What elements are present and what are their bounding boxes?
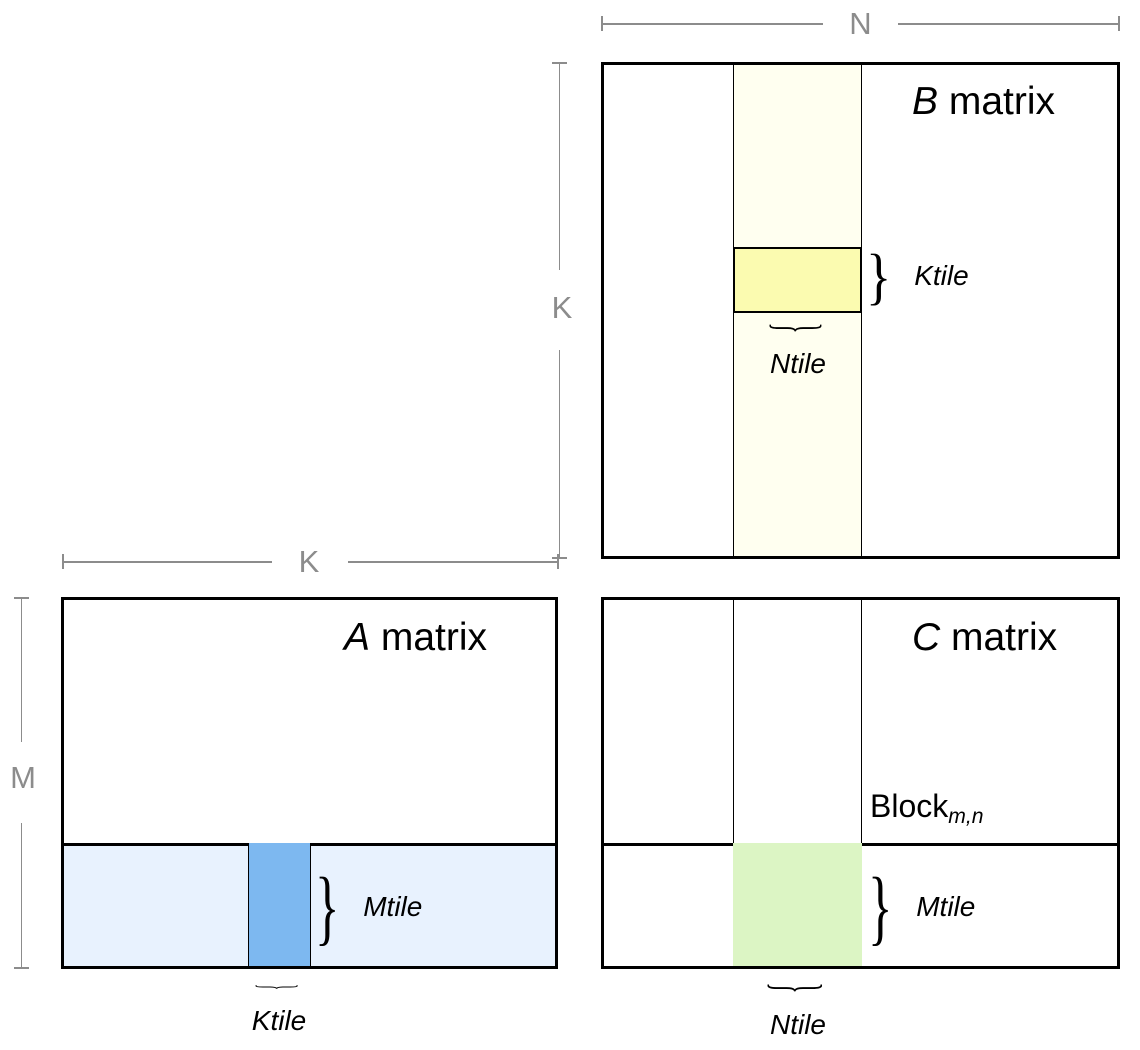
b-ntile-label: Ntile [769, 348, 826, 379]
c-block-label-subscript: m,n [948, 804, 984, 828]
dimension-label-m: M [10, 760, 36, 795]
b-ntile-brace-wrap: } [733, 316, 863, 340]
a-tile-divider-right [310, 843, 312, 966]
a-ktile-brace-wrap: } [246, 975, 312, 999]
matrix-b-title-suffix: matrix [938, 80, 1056, 123]
matrix-a-symbol: A [344, 616, 371, 659]
dimension-ruler-n: N [601, 8, 1120, 39]
brace-under-icon: } [763, 322, 833, 334]
a-ktile-label: Ktile [251, 1005, 307, 1036]
dimension-ruler-k-horizontal: K [62, 546, 559, 577]
c-column-divider-left [733, 600, 735, 966]
brace-right-icon: } [315, 862, 340, 954]
matrix-b-symbol: B [912, 80, 939, 123]
matrix-c-symbol: C [912, 616, 941, 659]
matrix-a: A matrix [61, 597, 558, 969]
ruler-cap-bottom [14, 967, 29, 969]
dimension-label-k-horizontal: K [298, 544, 320, 579]
ruler-cap-right [557, 554, 559, 569]
b-ktile-label: Ktile [914, 260, 969, 291]
brace-under-icon: } [251, 984, 308, 990]
brace-right-icon: } [866, 243, 892, 311]
c-ntile-brace-wrap: } [733, 975, 863, 1001]
c-ntile-label: Ntile [769, 1009, 826, 1040]
matrix-a-title: A matrix [344, 618, 487, 657]
brace-right-icon: } [868, 862, 893, 954]
matrix-c: C matrix Blockm,n [601, 597, 1120, 969]
a-ktile-tile [248, 843, 311, 966]
dimension-ruler-k-vertical: K [550, 62, 572, 559]
matrix-a-title-suffix: matrix [370, 616, 488, 659]
b-ktile-tile [733, 247, 862, 313]
ruler-segment-right [898, 23, 1120, 25]
a-mtile-annotation: } Mtile [315, 866, 423, 950]
matrix-b: B matrix [601, 62, 1120, 559]
b-ktile-annotation: } Ktile [866, 242, 969, 308]
a-mtile-label: Mtile [363, 891, 423, 922]
c-mtile-annotation: } Mtile [868, 866, 976, 950]
c-block-label-text: Block [870, 788, 949, 824]
ruler-cap-right [1118, 16, 1120, 31]
matrix-c-title-suffix: matrix [940, 616, 1058, 659]
dimension-label-n: N [849, 6, 872, 41]
ruler-segment-left [601, 23, 823, 25]
c-mtile-label: Mtile [916, 891, 976, 922]
matrix-c-title: C matrix [912, 618, 1057, 657]
matrix-b-title: B matrix [912, 82, 1055, 121]
ruler-cap-bottom [552, 557, 567, 559]
ruler-segment-bottom [20, 823, 23, 969]
ruler-segment-right [348, 561, 559, 563]
c-block-tile [733, 843, 862, 966]
c-block-label: Blockm,n [870, 788, 983, 827]
c-column-divider-right [861, 600, 863, 966]
dimension-label-k-vertical: K [551, 290, 573, 325]
a-tile-divider-left [248, 843, 250, 966]
dimension-ruler-m: M [10, 597, 36, 969]
brace-under-icon: } [761, 982, 836, 994]
ruler-segment-left [62, 561, 272, 563]
ruler-segment-top [20, 597, 23, 742]
ruler-segment-bottom [558, 350, 561, 559]
ruler-segment-top [558, 62, 561, 270]
